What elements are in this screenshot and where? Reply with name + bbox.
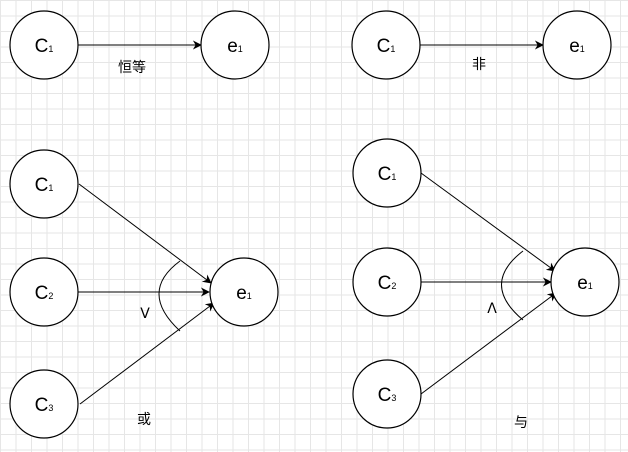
identity-effect-main: e <box>227 36 238 57</box>
and-cause-2-main: C <box>378 273 392 294</box>
and-edge-c3 <box>420 292 557 395</box>
svg-text:e1: e1 <box>577 273 593 294</box>
or-effect-main: e <box>236 283 247 304</box>
svg-text:C3: C3 <box>378 385 397 406</box>
or-label: 或 <box>137 412 151 428</box>
or-diagram: V C1 C2 C3 e1 或 <box>9 149 279 439</box>
or-cause-node-2: C2 <box>9 257 79 327</box>
or-effect-node: e1 <box>209 257 279 327</box>
or-operator-arc <box>158 260 181 332</box>
identity-label: 恒等 <box>118 59 146 76</box>
identity-cause-sub: 1 <box>48 44 53 54</box>
svg-text:C2: C2 <box>35 283 54 304</box>
identity-cause-node: C1 <box>9 10 79 80</box>
svg-text:e1: e1 <box>236 283 252 304</box>
and-effect-node: e1 <box>550 247 620 317</box>
svg-text:C2: C2 <box>378 273 397 294</box>
negation-cause-sub: 1 <box>390 44 395 54</box>
negation-diagram: C1 e1 非 <box>351 10 612 80</box>
and-edge-c1 <box>420 172 556 272</box>
and-diagram: Λ C1 C2 C3 e1 与 <box>352 138 620 431</box>
or-cause-node-3: C3 <box>9 369 79 439</box>
and-cause-2-sub: 2 <box>391 281 396 291</box>
and-cause-node-2: C2 <box>352 247 422 317</box>
and-effect-sub: 1 <box>588 281 593 291</box>
and-cause-3-main: C <box>378 385 392 406</box>
and-cause-1-sub: 1 <box>391 172 396 182</box>
svg-text:e1: e1 <box>569 36 585 57</box>
negation-cause-node: C1 <box>351 10 421 80</box>
negation-label: 非 <box>472 57 486 73</box>
svg-text:C1: C1 <box>35 36 54 57</box>
or-cause-1-sub: 1 <box>48 183 53 193</box>
or-effect-sub: 1 <box>247 291 252 301</box>
or-edge-c3 <box>79 302 215 405</box>
identity-effect-node: e1 <box>200 10 270 80</box>
or-operator-symbol: V <box>140 306 150 322</box>
and-cause-3-sub: 3 <box>391 393 396 403</box>
negation-effect-sub: 1 <box>580 44 585 54</box>
and-cause-node-3: C3 <box>352 359 422 429</box>
identity-effect-sub: 1 <box>238 44 243 54</box>
or-cause-1-main: C <box>35 175 49 196</box>
svg-text:C1: C1 <box>377 36 396 57</box>
or-edge-c1 <box>78 183 212 284</box>
svg-text:C1: C1 <box>378 164 397 185</box>
and-cause-node-1: C1 <box>352 138 422 208</box>
negation-cause-main: C <box>377 36 391 57</box>
negation-effect-main: e <box>569 36 580 57</box>
identity-cause-main: C <box>35 36 49 57</box>
and-operator-arc <box>501 250 524 321</box>
and-operator-symbol: Λ <box>487 301 497 317</box>
or-cause-3-sub: 3 <box>48 403 53 413</box>
svg-text:e1: e1 <box>227 36 243 57</box>
negation-effect-node: e1 <box>542 10 612 80</box>
or-cause-2-main: C <box>35 283 49 304</box>
svg-text:C1: C1 <box>35 175 54 196</box>
and-label: 与 <box>514 415 528 431</box>
identity-diagram: C1 e1 恒等 <box>9 10 270 80</box>
or-cause-3-main: C <box>35 395 49 416</box>
or-cause-2-sub: 2 <box>48 291 53 301</box>
svg-text:C3: C3 <box>35 395 54 416</box>
and-cause-1-main: C <box>378 164 392 185</box>
and-effect-main: e <box>577 273 588 294</box>
or-cause-node-1: C1 <box>9 149 79 219</box>
